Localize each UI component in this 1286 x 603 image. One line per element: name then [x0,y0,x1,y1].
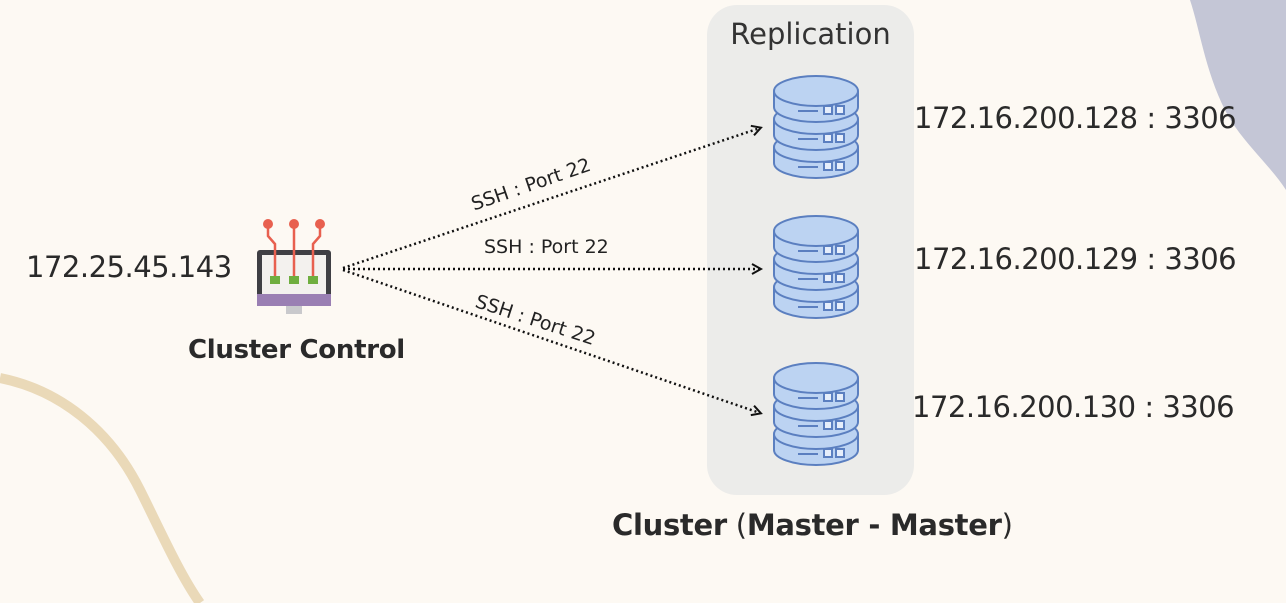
server-ip-label: 172.16.200.130 : 3306 [912,390,1235,424]
cluster-title-paren-open: ( [726,508,747,542]
controller-ip: 172.25.45.143 [26,250,232,284]
server-ip-label: 172.16.200.129 : 3306 [914,242,1237,276]
monitor-circuit-icon [257,219,331,314]
cluster-title-paren-close: ) [1001,508,1013,542]
ssh-link-0 [342,128,760,270]
database-server-icon [773,362,859,466]
database-server-icon [773,75,859,179]
controller-name: Cluster Control [188,335,405,365]
link-label: SSH : Port 22 [484,236,609,258]
database-server-icon [773,215,859,319]
decorative-curve [0,373,205,603]
cluster-mode: Master - Master [746,508,1002,542]
server-ip-label: 172.16.200.128 : 3306 [914,101,1237,135]
cluster-title-word: Cluster [612,508,727,542]
corner-blob [1190,0,1286,190]
replication-title: Replication [730,17,891,51]
ssh-link-2 [342,268,760,413]
cluster-title: Cluster (Master - Master) [612,508,1013,542]
